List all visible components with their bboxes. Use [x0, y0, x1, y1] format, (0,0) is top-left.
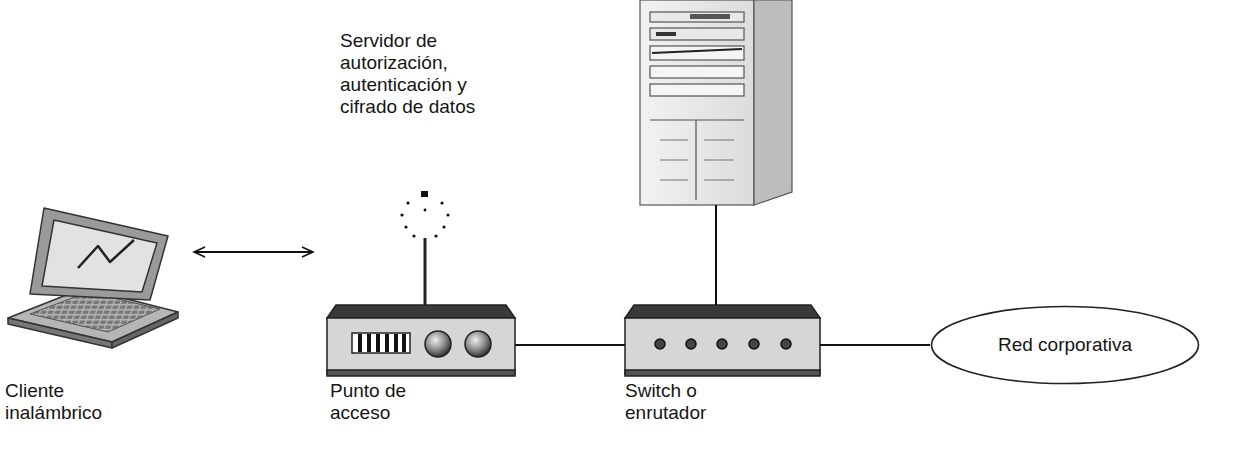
device-label: Cliente inalámbrico — [5, 380, 135, 424]
switch-picture — [625, 305, 820, 376]
link-arrow — [194, 251, 313, 253]
wireless-client: Cliente inalámbrico — [5, 195, 180, 335]
server-device: Servidor de autorización, autenticación … — [640, 0, 792, 205]
device-label: Punto de acceso — [330, 380, 440, 424]
switch-router: Switch o enrutador — [625, 305, 820, 378]
server-picture — [640, 0, 792, 205]
node-label: Red corporativa — [998, 334, 1132, 356]
access-point: Punto de acceso — [327, 190, 515, 378]
link-line — [715, 205, 717, 305]
device-label: Servidor de autorización, autenticación … — [340, 30, 515, 118]
access-point-picture — [327, 191, 515, 376]
network-ellipse: Red corporativa — [930, 305, 1200, 385]
laptop-picture — [8, 208, 178, 348]
ellipse-text-area: Red corporativa — [930, 305, 1200, 385]
device-label: Switch o enrutador — [625, 380, 745, 424]
link-line — [820, 344, 930, 346]
link-line — [515, 344, 625, 346]
